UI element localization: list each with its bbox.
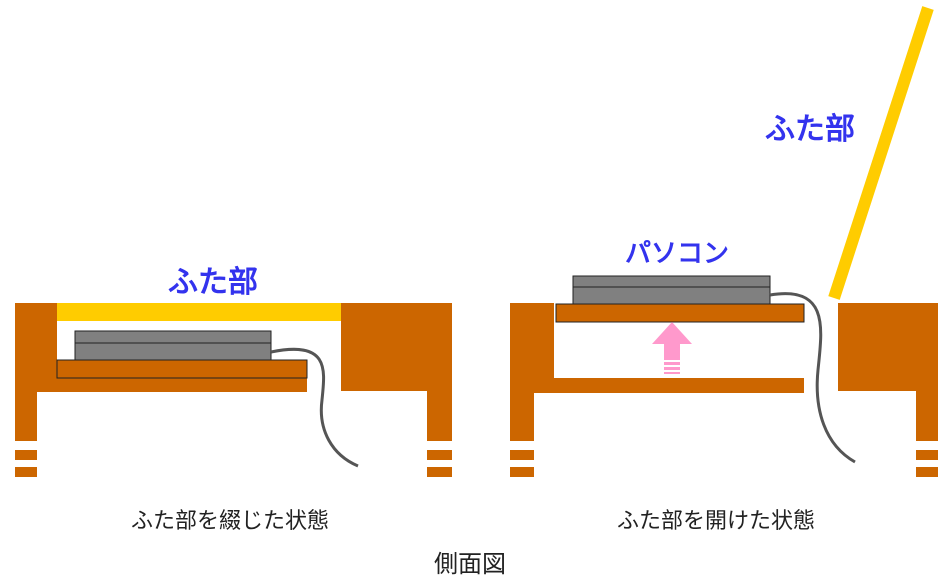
lid-label: ふた部: [168, 265, 258, 300]
cable: [769, 292, 856, 464]
platform: [56, 359, 308, 379]
side-view-title: 側面図: [434, 550, 506, 578]
floor-bar: [534, 378, 804, 393]
laptop: [74, 330, 272, 361]
desk-right-side: [341, 303, 452, 477]
lid-label: ふた部: [765, 112, 855, 147]
floor-bar: [37, 378, 307, 392]
up-arrow-icon: [652, 322, 692, 374]
cable: [270, 347, 359, 468]
lid-open: [828, 6, 934, 300]
platform-raised: [555, 303, 805, 323]
desk-right-side: [838, 303, 938, 477]
closed-state-caption: ふた部を綴じた状態: [131, 509, 329, 534]
closed-state-diagram: ふた部 ふた部を綴じた状態: [15, 265, 452, 534]
laptop: [572, 275, 771, 305]
desk-left-side: [510, 303, 554, 477]
desk-left-side: [15, 303, 57, 477]
laptop-label: パソコン: [625, 239, 729, 269]
open-state-caption: ふた部を開けた状態: [617, 509, 815, 534]
open-state-diagram: ふた部 パソコン ふた部を開けた状態: [510, 6, 938, 534]
lid-closed: [57, 303, 341, 321]
